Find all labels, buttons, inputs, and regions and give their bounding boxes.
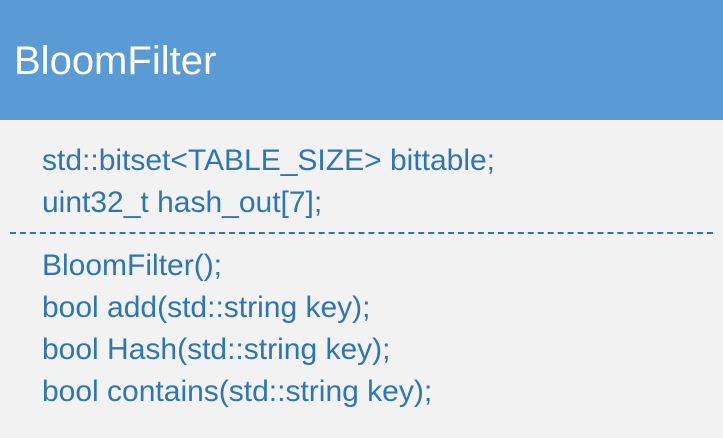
method-constructor: BloomFilter(); — [42, 249, 223, 282]
method-contains: bool contains(std::string key); — [42, 375, 433, 408]
class-name: BloomFilter — [14, 39, 217, 83]
attributes-section: std::bitset<TABLE_SIZE> bittable; uint32… — [42, 140, 723, 224]
attribute-bittable: std::bitset<TABLE_SIZE> bittable; — [42, 144, 496, 177]
attribute-hash-out: uint32_t hash_out[7]; — [42, 186, 323, 219]
section-divider — [10, 232, 713, 234]
method-add: bool add(std::string key); — [42, 291, 371, 324]
class-header: BloomFilter — [0, 0, 723, 120]
method-hash: bool Hash(std::string key); — [42, 333, 391, 366]
methods-section: BloomFilter(); bool add(std::string key)… — [42, 245, 723, 413]
